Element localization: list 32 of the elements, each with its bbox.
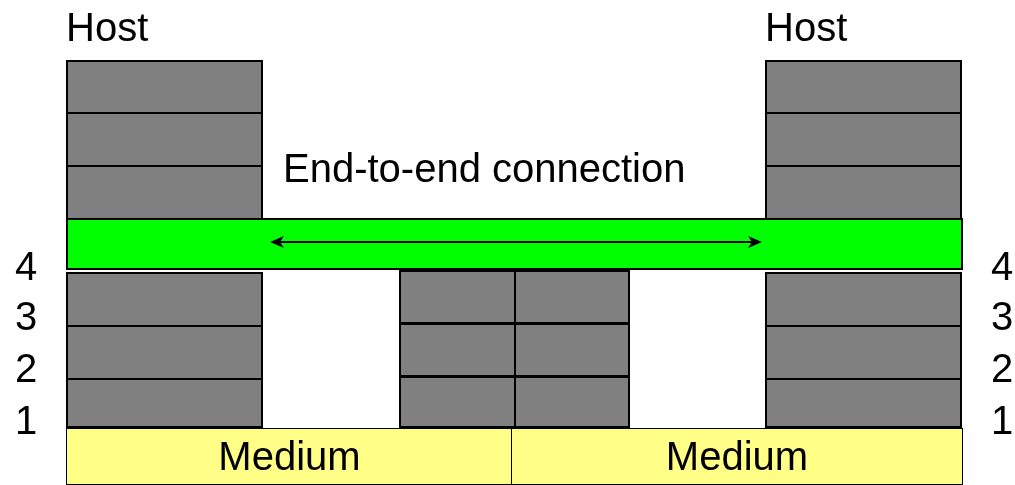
layer-number: 3 (991, 294, 1014, 338)
layer-block (765, 325, 962, 380)
layer-number: 2 (15, 346, 38, 390)
layer-block (399, 323, 516, 377)
layer-block (66, 165, 263, 220)
layer-block (66, 378, 263, 428)
layer-block (765, 378, 962, 428)
layer-block (765, 112, 962, 167)
layer-number: 1 (991, 398, 1014, 442)
medium-bar: Medium (66, 428, 513, 485)
layer-number: 1 (15, 398, 38, 442)
layer-number: 4 (991, 244, 1014, 288)
layer-block (66, 60, 263, 115)
layer-number: 4 (15, 244, 38, 288)
layer-block (514, 323, 630, 377)
connection-label: End-to-end connection (283, 146, 686, 190)
layer-block (765, 60, 962, 115)
layer-band (66, 218, 963, 270)
layer-block (514, 270, 630, 324)
host-label: Host (66, 5, 149, 49)
layer-block (66, 112, 263, 167)
layer-block (66, 325, 263, 380)
layer-block (66, 272, 263, 327)
layer-block (399, 376, 516, 428)
layer-block (765, 165, 962, 220)
layer-block (514, 376, 630, 428)
host-label: Host (765, 5, 848, 49)
layer-block (765, 272, 962, 327)
layer-number: 2 (991, 346, 1014, 390)
layer-number: 3 (15, 294, 38, 338)
layer-block (399, 270, 516, 324)
medium-bar: Medium (511, 428, 963, 485)
